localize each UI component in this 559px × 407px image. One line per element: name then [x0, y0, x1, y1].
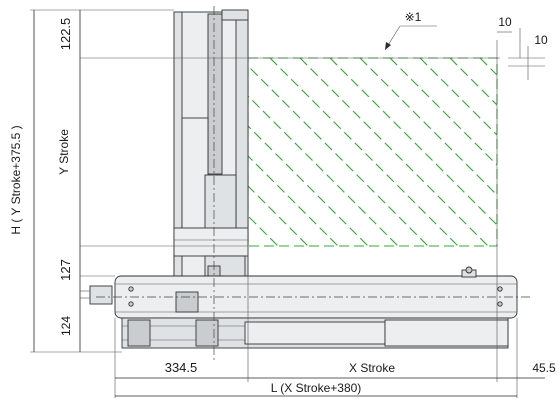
dim-gap-b: 10	[534, 33, 548, 47]
dim-bottom-127: 127	[58, 259, 73, 281]
cable-connector	[89, 285, 113, 305]
dim-left-offset: 334.5	[165, 360, 198, 375]
y-column-motor-block	[204, 174, 237, 234]
hatch-line	[329, 58, 497, 226]
y-axis-actuator	[173, 9, 249, 309]
hatch-line	[479, 58, 497, 76]
hatch-line	[299, 58, 489, 246]
working-area-hatching	[248, 58, 559, 246]
working-area	[247, 57, 559, 247]
x-block-top	[175, 291, 199, 313]
hatch-line	[269, 58, 459, 246]
dim-base-124: 124	[59, 316, 73, 336]
x-profile-insert	[244, 321, 386, 345]
dim-y-stroke: Y Stroke	[57, 129, 71, 175]
y-column-slot	[207, 13, 223, 175]
note-marker: ※1	[405, 10, 422, 24]
hatch-line	[248, 65, 429, 246]
dim-x-stroke: X Stroke	[349, 361, 395, 375]
x-block-mid	[195, 319, 219, 347]
y-column-carriage	[181, 117, 209, 231]
hatch-line	[449, 58, 497, 106]
y-column-bracket	[173, 227, 249, 257]
dim-right-offset: 45.5	[532, 361, 556, 375]
hatch-line	[389, 58, 497, 166]
dim-total-height: H ( Y Stroke+375.5 )	[9, 125, 23, 234]
dim-top-height: 122.5	[58, 18, 73, 51]
hatch-line	[510, 58, 559, 246]
y-column-rail-left	[173, 11, 183, 309]
y-column-top-cap	[221, 9, 249, 21]
dim-total-length: L (X Stroke+380)	[271, 381, 362, 395]
hatch-line	[540, 58, 559, 246]
x-block-left	[127, 319, 151, 347]
dimension-lines	[30, 9, 545, 398]
x-axis-actuator	[80, 266, 518, 349]
hatch-line	[359, 58, 497, 196]
dim-gap-a: 10	[498, 15, 512, 29]
x-profile-end	[384, 319, 509, 347]
